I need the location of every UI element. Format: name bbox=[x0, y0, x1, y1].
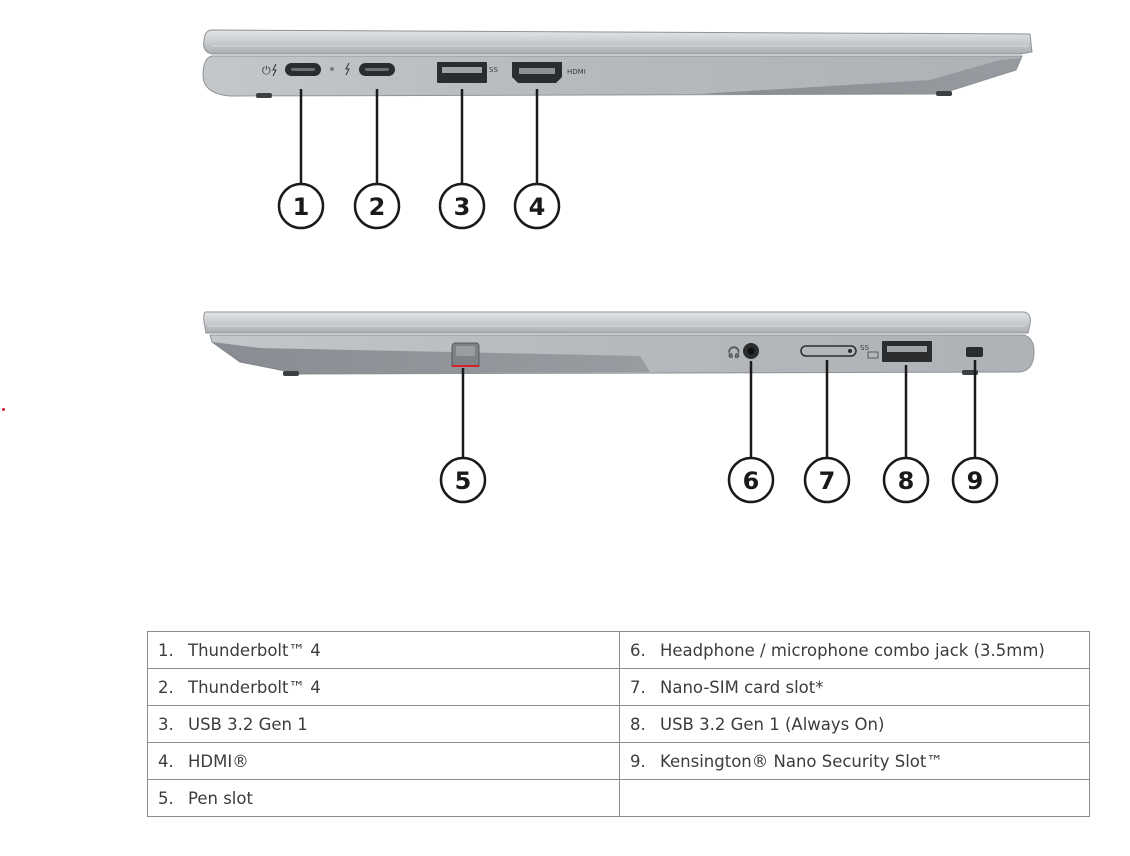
svg-text:4: 4 bbox=[529, 193, 546, 221]
callout-6: 6 bbox=[727, 456, 775, 504]
svg-text:🎧: 🎧 bbox=[727, 346, 741, 359]
callout-5: 5 bbox=[439, 456, 487, 504]
legend-text: Thunderbolt™ 4 bbox=[188, 640, 321, 660]
legend-number: 9. bbox=[630, 751, 646, 771]
legend-text: HDMI® bbox=[188, 751, 249, 771]
table-row: 1. Thunderbolt™ 4 6. Headphone / microphon… bbox=[147, 631, 1090, 669]
nano-sim-slot bbox=[800, 345, 857, 357]
usb-a-port-2: SS bbox=[860, 341, 932, 362]
hdmi-port: HDMI bbox=[512, 62, 586, 83]
legend-cell: 9. Kensington® Nano Security Slot™ bbox=[619, 742, 1090, 780]
svg-text:5: 5 bbox=[455, 467, 472, 495]
kensington-slot bbox=[966, 347, 983, 357]
legend-text: USB 3.2 Gen 1 (Always On) bbox=[660, 714, 885, 734]
callout-lines-bottom bbox=[461, 360, 977, 458]
svg-text:1: 1 bbox=[293, 193, 310, 221]
legend-text: Kensington® Nano Security Slot™ bbox=[660, 751, 943, 771]
pen-slot bbox=[451, 342, 480, 367]
legend-cell-empty bbox=[619, 779, 1090, 817]
svg-text:7: 7 bbox=[819, 467, 836, 495]
callout-2: 2 bbox=[353, 182, 401, 230]
callout-1: 1 bbox=[277, 182, 325, 230]
legend-text: Headphone / microphone combo jack (3.5mm… bbox=[660, 640, 1045, 660]
port-diagram: ⏻ SS HDMI 1 2 3 4 bbox=[202, 29, 1035, 504]
hdmi-label: HDMI bbox=[567, 68, 586, 76]
legend-cell: 3. USB 3.2 Gen 1 bbox=[147, 705, 620, 743]
legend-cell: 5. Pen slot bbox=[147, 779, 620, 817]
stray-red-dot bbox=[2, 408, 5, 411]
callout-lines-top bbox=[299, 89, 539, 184]
table-row: 4. HDMI® 9. Kensington® Nano Security Slot… bbox=[147, 742, 1090, 780]
usb-a-port-1: SS bbox=[437, 62, 498, 83]
table-row: 2. Thunderbolt™ 4 7. Nano-SIM card slot* bbox=[147, 668, 1090, 706]
legend-cell: 1. Thunderbolt™ 4 bbox=[147, 631, 620, 669]
callout-9: 9 bbox=[951, 456, 999, 504]
table-row: 3. USB 3.2 Gen 1 8. USB 3.2 Gen 1 (Always … bbox=[147, 705, 1090, 743]
usb-ss-label: SS bbox=[489, 66, 498, 74]
headphone-jack: 🎧 bbox=[727, 343, 759, 359]
legend-number: 1. bbox=[158, 640, 174, 660]
legend-number: 7. bbox=[630, 677, 646, 697]
legend-cell: 4. HDMI® bbox=[147, 742, 620, 780]
legend-cell: 2. Thunderbolt™ 4 bbox=[147, 668, 620, 706]
laptop-left-side-view bbox=[202, 29, 1033, 98]
legend-text: USB 3.2 Gen 1 bbox=[188, 714, 308, 734]
callout-4: 4 bbox=[513, 182, 561, 230]
legend-number: 4. bbox=[158, 751, 174, 771]
legend-number: 2. bbox=[158, 677, 174, 697]
svg-text:3: 3 bbox=[454, 193, 471, 221]
legend-text: Nano-SIM card slot* bbox=[660, 677, 824, 697]
legend-number: 6. bbox=[630, 640, 646, 660]
usb-ss-label-2: SS bbox=[860, 344, 869, 352]
legend-number: 8. bbox=[630, 714, 646, 734]
thunderbolt-port-2 bbox=[345, 62, 395, 76]
svg-text:9: 9 bbox=[967, 467, 984, 495]
thunderbolt-port-1: ⏻ bbox=[262, 63, 321, 77]
legend-cell: 7. Nano-SIM card slot* bbox=[619, 668, 1090, 706]
table-row: 5. Pen slot bbox=[147, 779, 1090, 817]
callout-8: 8 bbox=[882, 456, 930, 504]
legend-text: Thunderbolt™ 4 bbox=[188, 677, 321, 697]
port-legend-table: 1. Thunderbolt™ 4 6. Headphone / microphon… bbox=[147, 631, 1090, 817]
status-led bbox=[330, 67, 334, 71]
legend-text: Pen slot bbox=[188, 788, 253, 808]
svg-text:8: 8 bbox=[898, 467, 915, 495]
legend-cell: 8. USB 3.2 Gen 1 (Always On) bbox=[619, 705, 1090, 743]
svg-text:6: 6 bbox=[743, 467, 760, 495]
legend-number: 3. bbox=[158, 714, 174, 734]
legend-number: 5. bbox=[158, 788, 174, 808]
svg-text:⏻: ⏻ bbox=[262, 64, 271, 77]
svg-text:2: 2 bbox=[369, 193, 386, 221]
callout-3: 3 bbox=[438, 182, 486, 230]
callout-7: 7 bbox=[803, 456, 851, 504]
legend-cell: 6. Headphone / microphone combo jack (3.5… bbox=[619, 631, 1090, 669]
